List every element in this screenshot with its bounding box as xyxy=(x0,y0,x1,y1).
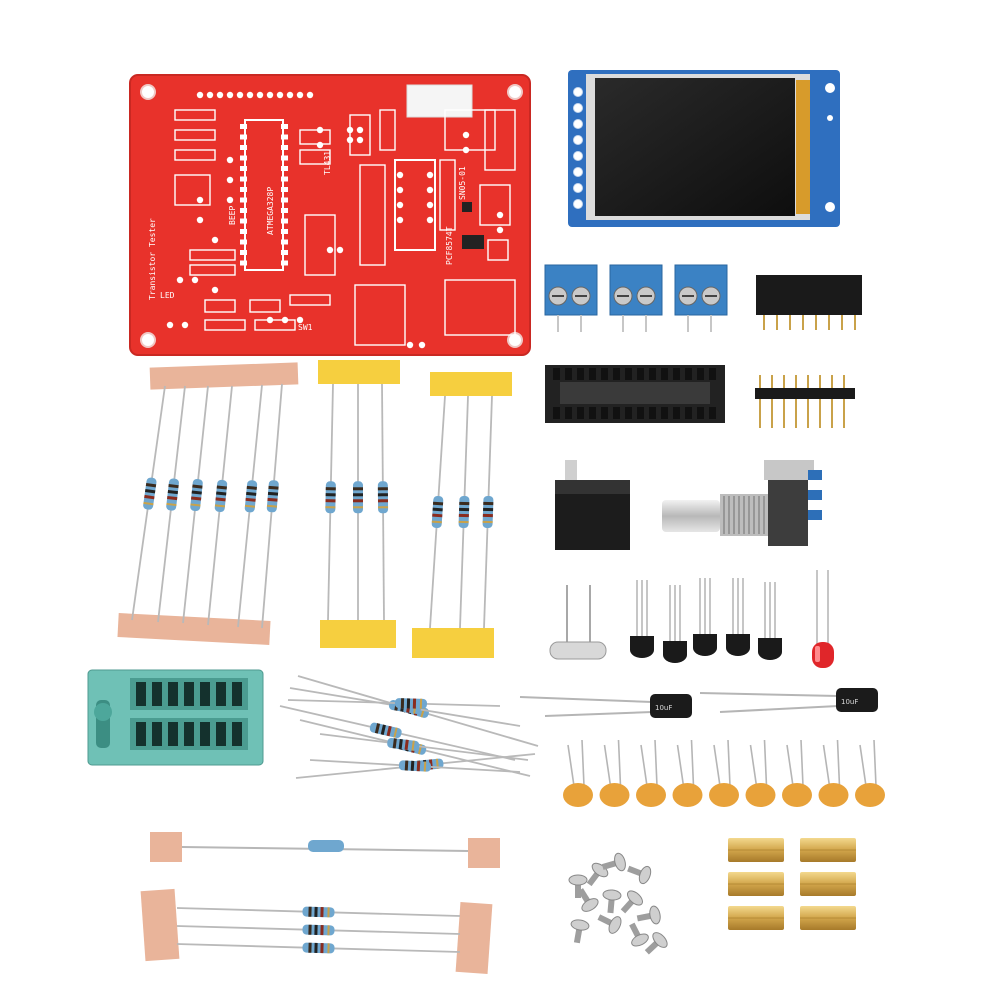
brass-standoff-2 xyxy=(800,838,856,862)
resistor-strip-single xyxy=(150,832,500,868)
female-header-legs xyxy=(763,315,856,330)
ceramic-cap-1 xyxy=(563,739,593,807)
screw-6 xyxy=(602,889,622,914)
tft-display xyxy=(568,70,840,227)
terminal-block-3 xyxy=(674,264,728,332)
screw-11 xyxy=(570,919,590,944)
electrolytic-cap-1: 10uF xyxy=(519,694,692,718)
pcb-board: ATMEGA328P Transistor Tester BEEP PCF857… xyxy=(129,74,531,356)
pcb-mcu-outline xyxy=(244,119,284,271)
resistor-strip-2 xyxy=(318,360,400,648)
ic-socket-slot xyxy=(560,382,710,404)
zif-socket xyxy=(87,669,264,766)
female-header-body xyxy=(756,275,862,315)
encoder-knob xyxy=(662,500,720,532)
terminal-block-2 xyxy=(609,264,663,332)
pcb-mount-holes xyxy=(140,84,523,348)
zif-slots xyxy=(136,682,242,746)
dc-jack xyxy=(555,460,630,550)
ceramic-cap-6 xyxy=(745,739,776,807)
pcb-label-sn05: SN05-01 xyxy=(458,166,467,200)
led xyxy=(812,570,834,668)
screw-4 xyxy=(627,865,652,885)
screw-3 xyxy=(601,852,626,872)
ceramic-cap-2 xyxy=(599,739,630,807)
brass-standoffs xyxy=(728,838,856,930)
screws xyxy=(568,852,668,955)
transistor-2 xyxy=(663,585,687,663)
terminal-blocks xyxy=(544,264,728,332)
rotary-encoder xyxy=(662,460,822,546)
pcb-small-chip xyxy=(462,202,472,212)
screw-12 xyxy=(644,932,668,955)
female-header xyxy=(756,275,862,330)
ceramic-cap-5 xyxy=(709,739,739,807)
resistor-strip-3 xyxy=(412,372,512,658)
screw-8 xyxy=(636,905,661,925)
cap-label-2: 10uF xyxy=(841,698,858,706)
ic-socket xyxy=(545,365,725,423)
ceramic-cap-8 xyxy=(818,739,849,807)
dc-jack-shadow xyxy=(555,480,630,494)
crystal xyxy=(549,585,607,660)
screw-7 xyxy=(620,890,643,914)
male-header-body xyxy=(755,388,855,399)
electrolytic-cap-2: 10uF xyxy=(699,688,878,713)
pcb-ic-outline xyxy=(394,159,436,251)
brass-standoff-1 xyxy=(728,838,784,862)
pcb-label-led: LED xyxy=(160,291,175,300)
resistor-strip-triple xyxy=(140,888,493,975)
pcb-top-pad xyxy=(406,84,473,118)
crystal-can xyxy=(549,641,607,660)
ceramic-caps xyxy=(563,739,885,807)
transistor-5 xyxy=(758,582,782,660)
ic-socket-contacts xyxy=(553,368,716,419)
encoder-thread xyxy=(723,496,765,534)
ceramic-cap-3 xyxy=(636,739,666,807)
encoder-bracket xyxy=(764,460,814,480)
transistor-3 xyxy=(693,578,717,656)
screw-1 xyxy=(568,874,588,898)
encoder-body xyxy=(768,470,808,546)
brass-standoff-4 xyxy=(800,872,856,896)
transistors xyxy=(630,578,782,663)
screw-5 xyxy=(577,888,599,912)
display-flex xyxy=(796,80,810,214)
pcb-silkscreen xyxy=(174,109,516,346)
pcb-label-sw1: SW1 xyxy=(298,323,313,332)
brass-standoff-6 xyxy=(800,906,856,930)
ceramic-cap-4 xyxy=(672,739,703,807)
loose-resistors xyxy=(279,675,539,779)
screw-9 xyxy=(597,914,622,934)
pcb-ic-chip xyxy=(462,235,484,249)
transistor-1 xyxy=(630,580,654,658)
display-pin-holes xyxy=(573,87,583,209)
terminal-block-1 xyxy=(544,264,598,332)
display-mount-holes xyxy=(825,83,835,212)
male-header-pins xyxy=(759,375,845,428)
pcb-label-title: Transistor Tester xyxy=(148,218,157,300)
pcb-label-mcu: ATMEGA328P xyxy=(266,187,275,235)
display-screen xyxy=(595,78,795,216)
transistor-4 xyxy=(726,578,750,656)
screw-10 xyxy=(629,922,649,947)
pcb-label-ic: PCF8574T xyxy=(445,226,454,265)
brass-standoff-5 xyxy=(728,906,784,930)
brass-standoff-3 xyxy=(728,872,784,896)
ceramic-cap-9 xyxy=(855,739,885,807)
cap-label-1: 10uF xyxy=(655,704,672,712)
encoder-pins xyxy=(808,470,822,520)
pcb-mcu-pads xyxy=(240,124,288,266)
pcb-label-tl431: TL431 xyxy=(323,151,332,175)
ceramic-cap-7 xyxy=(782,739,812,807)
pcb-label-beep: BEEP xyxy=(228,206,237,225)
pcb-vias xyxy=(166,91,504,349)
resistor-strip-1 xyxy=(117,362,299,645)
resistor-strips-top xyxy=(117,360,512,658)
male-header xyxy=(755,375,855,428)
